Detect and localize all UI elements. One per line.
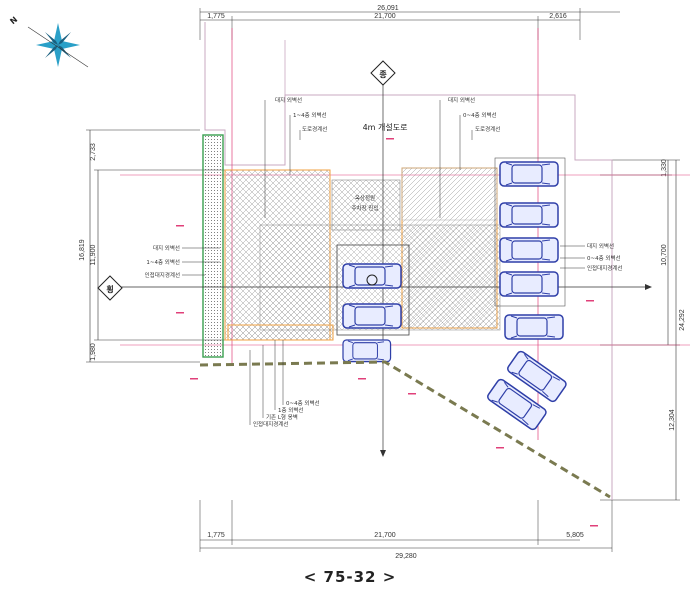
dim-top-total: 26,091 [377,5,399,12]
dim-bottom-total: 29,280 [395,553,417,560]
jong-marker-icon: 종 [370,60,396,86]
car-right-1 [499,161,559,187]
center-label-b: 주차장 진입 [351,204,378,212]
dim-right-total: 24,292 [679,309,686,331]
svg-text:종: 종 [379,70,387,79]
dim-top-left: 1,775 [207,13,225,20]
north-compass-icon [27,23,89,68]
bottom-label-c: 기존 L형 옹벽 [266,413,298,421]
top-label-d: 대지 외벽선 [448,96,475,104]
center-label-a: 옥상정원 [355,194,375,202]
dim-left-b: 11,900 [90,244,97,265]
hoeng-marker-icon: 횡 [97,275,123,301]
building-lower-strip [227,324,334,341]
site-plan-diagram: N 26,091 1,775 21,700 2,616 1,775 21,700… [8,5,690,560]
left-label-a: 대지 외벽선 [153,244,180,252]
right-label-a: 대지 외벽선 [587,242,614,250]
top-label-c: 도로경계선 [302,125,327,133]
car-right-4 [499,271,559,297]
top-label-f: 도로경계선 [475,125,500,133]
building-mass-top-center [331,179,401,231]
dim-left-a: 2,733 [90,143,97,161]
green-strip [202,134,224,358]
dim-bottom-left: 1,775 [207,532,225,539]
compass-label: N [8,15,19,26]
dim-right-a: 1,330 [661,159,668,177]
bottom-label-a: 0~4층 외벽선 [286,399,320,407]
top-label-a: 대지 외벽선 [275,96,302,104]
dim-bottom-right: 5,805 [566,532,584,539]
car-right-5 [504,314,564,340]
dim-left-c: 1,980 [90,343,97,361]
bottom-label-b: 1층 외벽선 [278,406,304,414]
top-label-b: 1~4층 외벽선 [293,111,327,119]
right-label-b: 0~4층 외벽선 [587,254,621,262]
bottom-label-d: 인접대지경계선 [253,420,288,428]
dim-left-total: 16,819 [79,239,86,261]
car-right-3 [499,237,559,263]
road-label: 4m 개설도로 [363,122,408,132]
dim-top-right: 2,616 [549,13,567,20]
car-center-3 [342,339,392,363]
elevation-marks [176,138,598,527]
right-label-c: 인접대지경계선 [587,264,622,272]
dim-top-mid: 21,700 [374,13,396,20]
figure-caption: < 75-32 > [303,568,397,586]
left-label-b: 1~4층 외벽선 [146,258,180,266]
svg-text:횡: 횡 [106,284,113,294]
left-label-c: 인접대지경계선 [145,271,180,279]
car-center-1 [342,263,402,289]
road-boundary [204,22,613,500]
top-label-e: 0~4층 외벽선 [463,111,497,119]
dim-right-c: 12,304 [669,409,676,431]
dim-bottom-mid: 21,700 [374,532,396,539]
car-right-2 [499,202,559,228]
lower-boundary-dashed [199,360,611,499]
car-center-2 [342,303,402,329]
dim-right-b: 10,700 [661,244,668,266]
